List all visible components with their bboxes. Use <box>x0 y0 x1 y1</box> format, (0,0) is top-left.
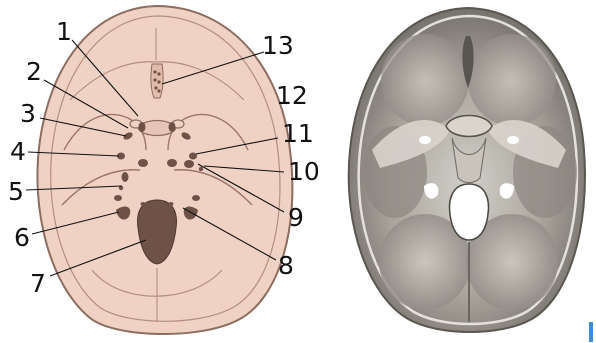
label-13: 13 <box>262 31 294 60</box>
label-3: 3 <box>20 99 36 128</box>
optic-canal-left <box>139 122 146 132</box>
foramen-lacerum-right <box>167 159 177 167</box>
optic-canal-right <box>169 122 176 132</box>
hypoglossal-canal-left <box>141 202 146 206</box>
photo-foramen-magnum <box>450 184 489 240</box>
label-12: 12 <box>276 81 308 110</box>
label-8: 8 <box>278 251 294 280</box>
foramen-rotundum-right <box>189 153 197 160</box>
label-2: 2 <box>26 57 42 86</box>
internal-acoustic-right <box>192 195 200 201</box>
label-5: 5 <box>8 177 24 206</box>
label-9: 9 <box>288 203 304 232</box>
foramen-ovale-right <box>184 160 194 168</box>
photo-foramen-left-1 <box>419 136 431 144</box>
internal-acoustic-left <box>114 195 122 201</box>
hypoglossal-canal-right <box>169 202 174 206</box>
photo-anterior-fossa-right <box>468 34 556 126</box>
foramen-lacerum-left <box>138 159 148 167</box>
photo-sella <box>446 116 492 137</box>
label-7: 7 <box>30 269 46 298</box>
foramen-ovale-left <box>122 172 129 182</box>
blue-scale-bar <box>589 322 593 342</box>
label-4: 4 <box>10 137 26 166</box>
label-10: 10 <box>288 157 320 186</box>
photo-skull-base <box>349 8 585 332</box>
label-6: 6 <box>14 223 30 252</box>
label-1: 1 <box>56 17 72 46</box>
photo-anterior-fossa-left <box>381 34 469 126</box>
cribriform-plate <box>151 64 163 98</box>
label-11: 11 <box>282 119 314 148</box>
foramen-spinosum-right <box>199 167 203 171</box>
photo-foramen-right-1 <box>507 136 519 144</box>
